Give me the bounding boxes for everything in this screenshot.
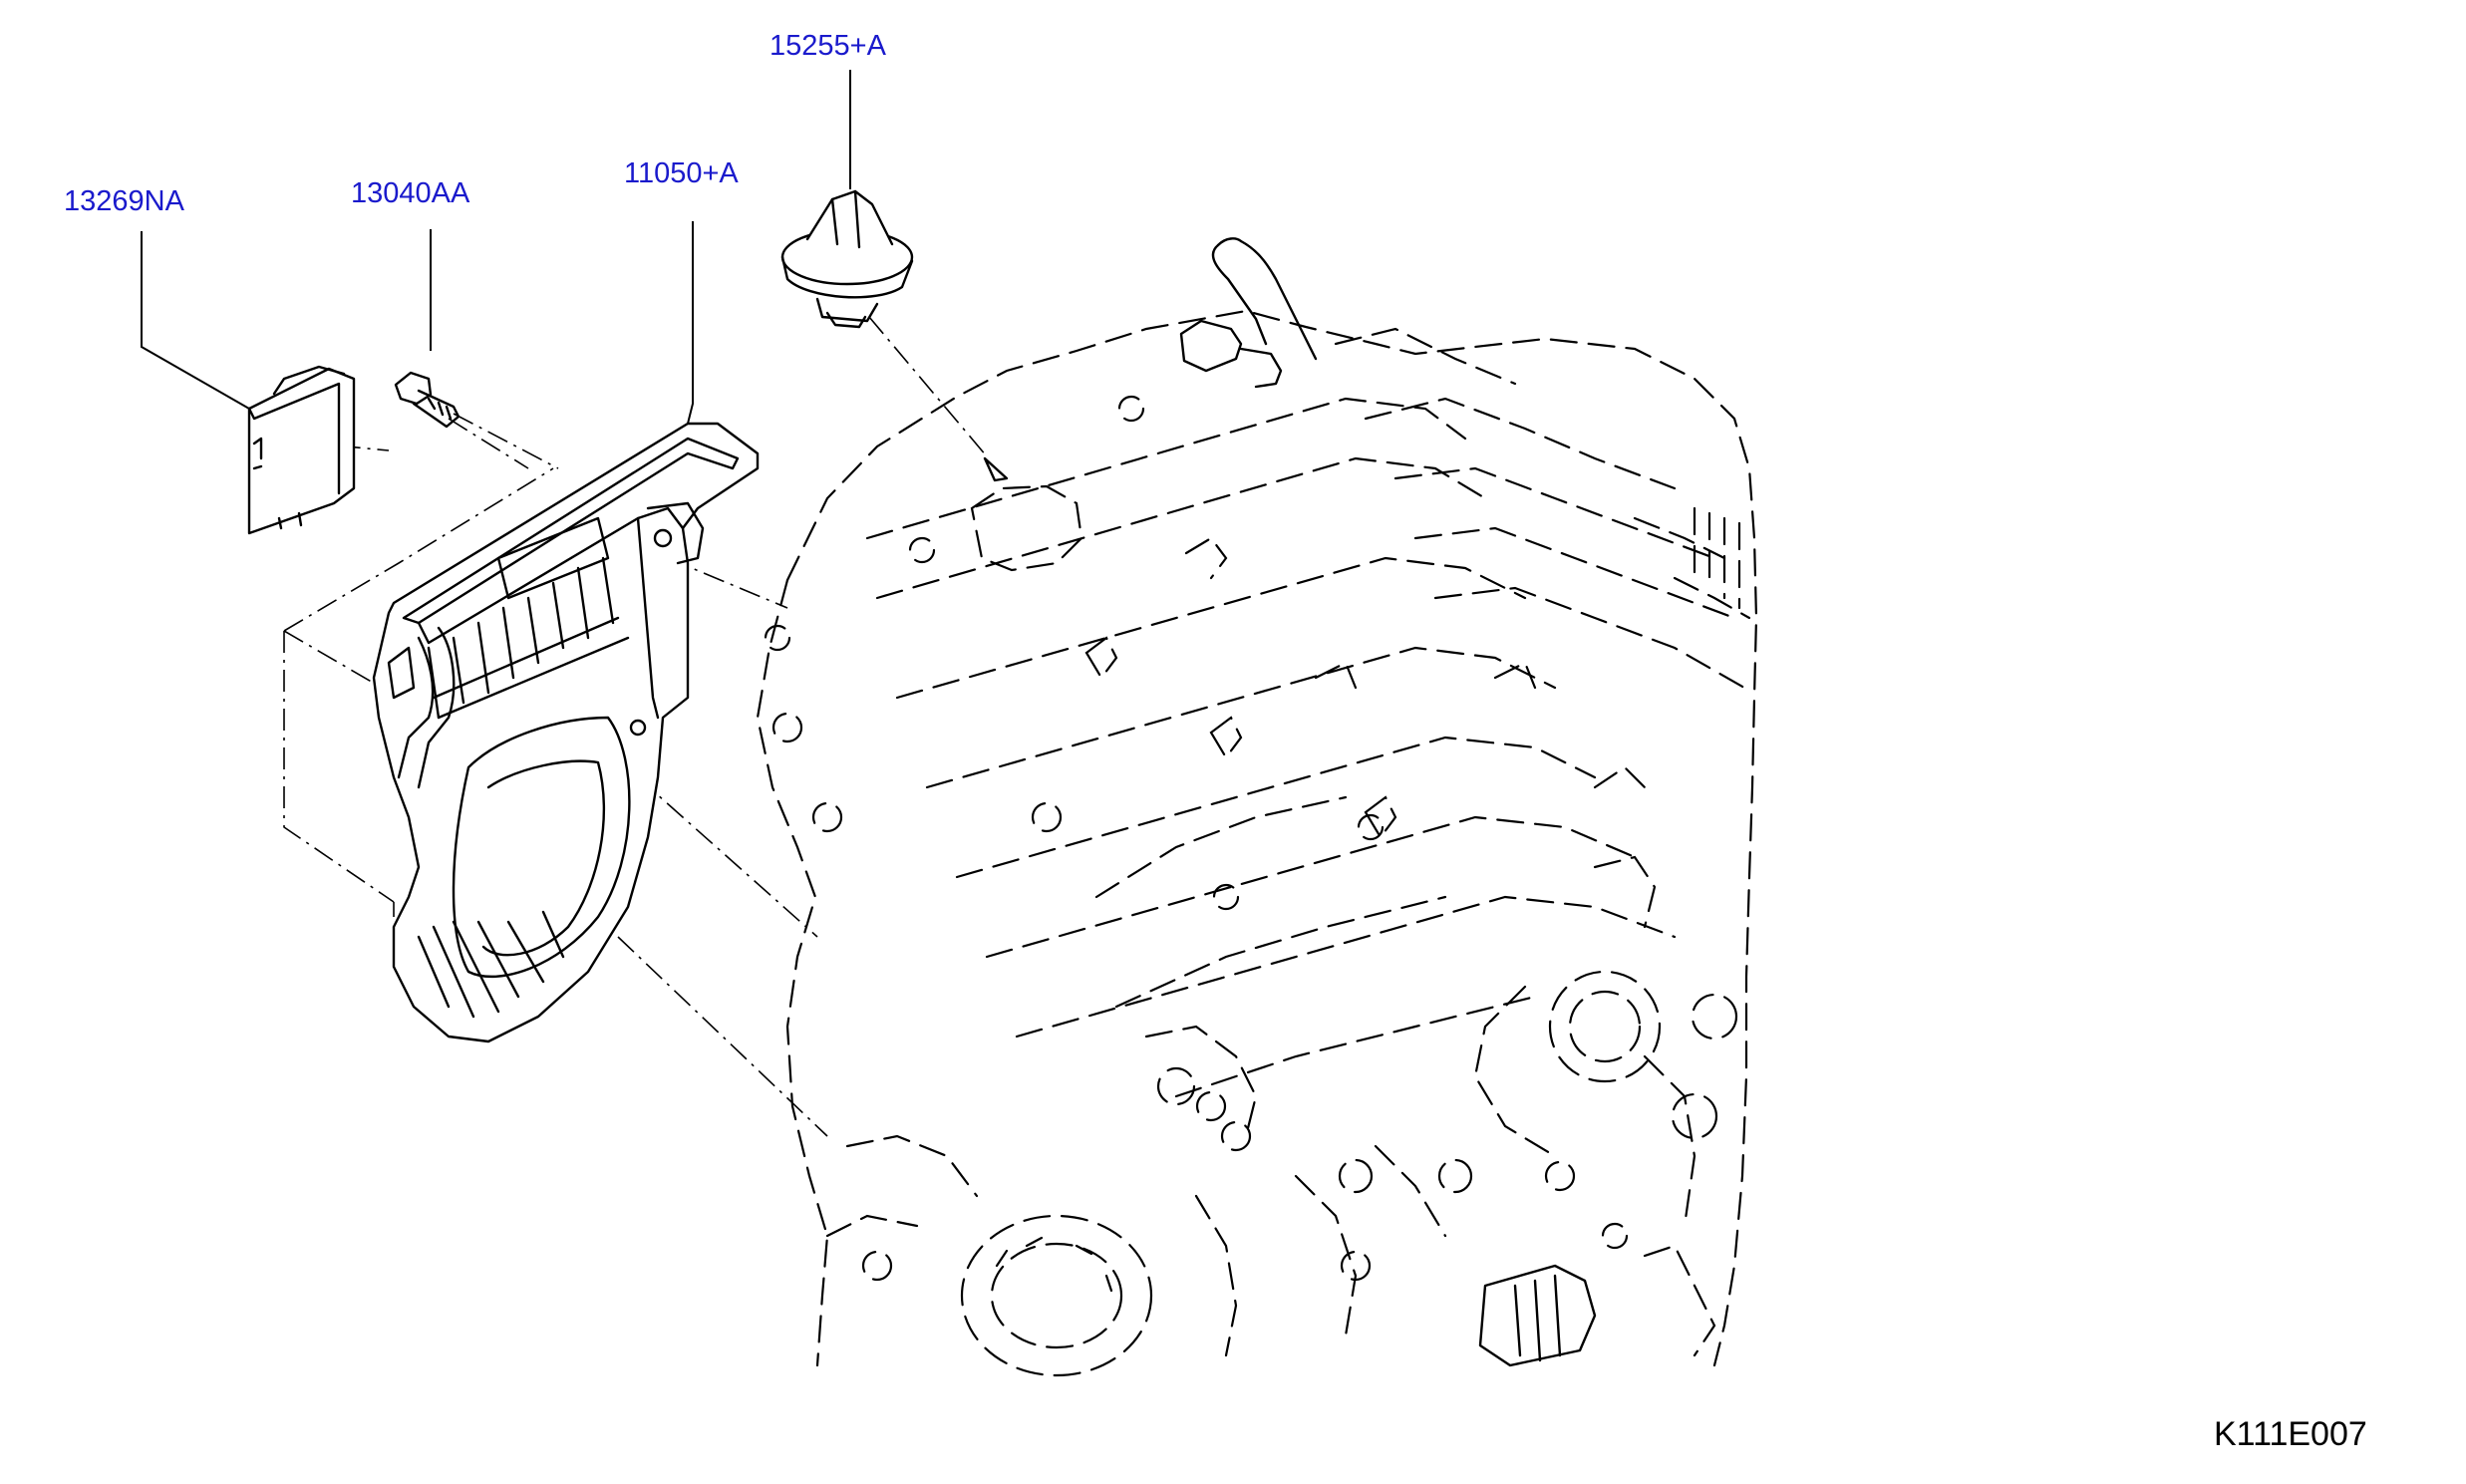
drawing-code: K111E007 [2214,1415,2367,1453]
part-number-bolt[interactable]: 13040AA [351,177,470,209]
part-number-oil-filler-cap[interactable]: 15255+A [770,30,886,62]
engine-assembly [756,237,1758,1377]
oil-filler-cap-part [780,189,914,329]
front-cover-part [372,422,760,1043]
cover-part [247,365,356,535]
leader-lines [141,70,851,425]
bolt-part [394,371,461,429]
part-number-cover[interactable]: 13269NA [64,185,184,217]
part-number-front-cover[interactable]: 11050+A [624,157,739,189]
